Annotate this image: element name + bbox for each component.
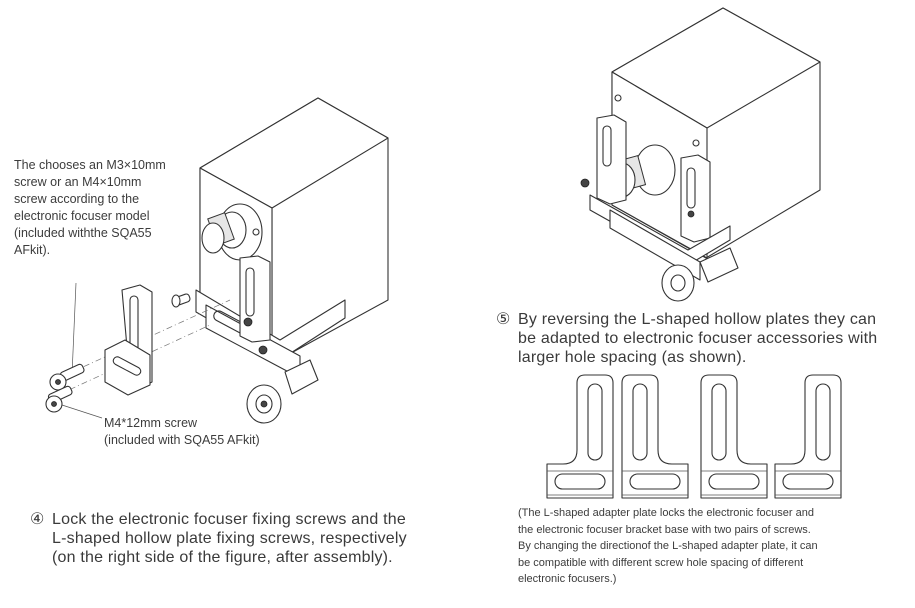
note-line: AFkit).	[14, 243, 51, 257]
caption-line: be compatible with different screw hole …	[518, 556, 804, 569]
caption-line: the electronic focuser bracket base with…	[518, 523, 811, 536]
step-number: ⑤	[496, 311, 511, 328]
caption-line: By changing the directionof the L-shaped…	[518, 540, 818, 552]
l-plate-2	[621, 374, 689, 499]
step-5-instruction: ⑤ By reversing the L-shaped hollow plates…	[496, 310, 915, 367]
step-line: L-shaped hollow plate fixing screws, res…	[52, 530, 407, 547]
caption-line: (The L-shaped adapter plate locks the el…	[518, 507, 814, 519]
l-plate-3	[700, 374, 768, 499]
screw-selection-note: The chooses an M3×10mm screw or an M4×10…	[14, 157, 166, 259]
note-line: electronic focuser model	[14, 209, 150, 223]
step-line: be adapted to electronic focuser accesso…	[518, 330, 878, 347]
step-line: larger hole spacing (as shown).	[518, 349, 747, 366]
note-line: The chooses an M3×10mm	[14, 158, 166, 172]
l-plate-4	[774, 374, 842, 499]
m4-screw-note: M4*12mm screw (included with SQA55 AFkit…	[104, 415, 260, 449]
plate-caption: (The L-shaped adapter plate locks the el…	[518, 505, 913, 588]
step-line: (on the right side of the figure, after …	[52, 549, 393, 566]
l-plate-1	[546, 374, 614, 499]
step-line: By reversing the L-shaped hollow plates …	[518, 311, 877, 328]
note-line: M4*12mm screw	[104, 416, 198, 430]
note-line: (included with SQA55 AFkit)	[104, 433, 260, 447]
note-line: screw or an M4×10mm	[14, 175, 142, 189]
note-line: (included withthe SQA55	[14, 226, 152, 240]
note-line: screw according to the	[14, 192, 140, 206]
step-4-instruction: ④ Lock the electronic focuser fixing scre…	[30, 510, 450, 567]
step-number: ④	[30, 511, 45, 528]
caption-line: electronic focusers.)	[518, 573, 617, 585]
step-line: Lock the electronic focuser fixing screw…	[52, 511, 406, 528]
